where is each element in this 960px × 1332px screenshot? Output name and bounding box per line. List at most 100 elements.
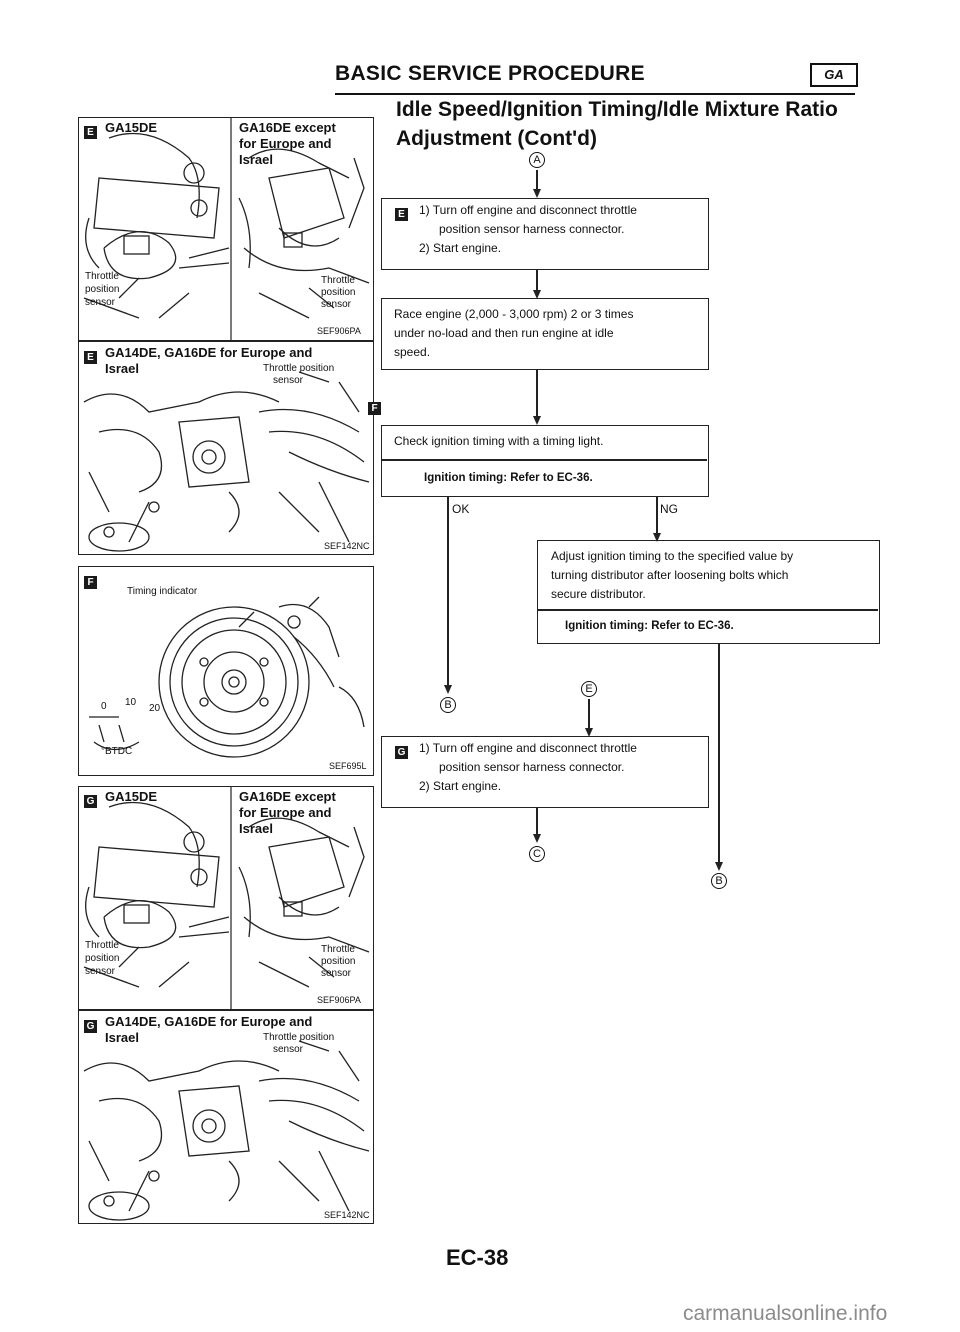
left-throttle-sensor-callout: Throttle position sensor bbox=[85, 270, 119, 309]
step-turn-off-engine-1: E 1) Turn off engine and disconnect thro… bbox=[381, 198, 709, 270]
scale-10: 10 bbox=[125, 697, 137, 708]
callout-g-line-1: Throttle position bbox=[263, 1032, 335, 1043]
step-5-line-1: 1) Turn off engine and disconnect thrott… bbox=[419, 741, 637, 755]
ok-branch-line bbox=[447, 497, 449, 687]
connector-b-2: B bbox=[711, 873, 727, 889]
callout-g-line-2: sensor bbox=[273, 1044, 304, 1055]
page-number: EC-38 bbox=[446, 1245, 509, 1270]
figure-code-2: SEF142NC bbox=[324, 541, 370, 551]
figure-e-throttle-sensor-ga14de: E GA14DE, GA16DE for Europe and Israel T… bbox=[78, 341, 374, 555]
left-throttle-sensor-callout-g: Throttle position sensor bbox=[85, 939, 119, 978]
connector-e: E bbox=[581, 681, 597, 697]
figure-g-marker: G bbox=[84, 791, 97, 809]
ga14de-label-line-1: GA14DE, GA16DE for Europe and bbox=[105, 345, 313, 360]
engine-illustration-e-bottom bbox=[83, 371, 370, 552]
step-4-line-1: Adjust ignition timing to the specified … bbox=[551, 549, 794, 563]
connector-a: A bbox=[529, 152, 545, 168]
flow-arrow bbox=[533, 290, 541, 299]
ga16de-label-line-3: Israel bbox=[239, 152, 273, 167]
ga16de-label-line-2: for Europe and bbox=[239, 136, 332, 151]
figure-e-marker: E bbox=[84, 122, 97, 140]
ga14de-label-g-line-2: Israel bbox=[105, 1030, 139, 1045]
section-title: BASIC SERVICE PROCEDURE bbox=[335, 62, 645, 85]
figure-code-5: SEF142NC bbox=[324, 1210, 370, 1220]
step-race-engine: Race engine (2,000 - 3,000 rpm) 2 or 3 t… bbox=[381, 298, 709, 370]
step-turn-off-engine-2: G 1) Turn off engine and disconnect thro… bbox=[381, 736, 709, 808]
right-throttle-sensor-callout-g: Throttle position sensor bbox=[321, 944, 355, 980]
left-callout-g-line-1: Throttle bbox=[85, 940, 119, 951]
figure-f-marker: F bbox=[84, 572, 97, 590]
throttle-sensor-callout: Throttle position sensor bbox=[263, 363, 334, 387]
step-2-line-3: speed. bbox=[394, 345, 431, 359]
ng-label: NG bbox=[660, 502, 678, 516]
flow-arrow bbox=[533, 834, 541, 843]
page-subtitle: Idle Speed/Ignition Timing/Idle Mixture … bbox=[396, 95, 838, 153]
scale-unit: °BTDC bbox=[101, 746, 133, 757]
ga16de-label: GA16DE except for Europe and Israel bbox=[239, 120, 336, 168]
engine-illustration-g-top bbox=[83, 787, 370, 1011]
right-throttle-sensor-callout: Throttle position sensor bbox=[321, 275, 355, 311]
throttle-sensor-callout-g: Throttle position sensor bbox=[263, 1032, 334, 1056]
step-e-marker: E bbox=[395, 204, 408, 222]
left-callout-line-2: position bbox=[85, 284, 120, 295]
figure-g-throttle-sensor-ga14de: G GA14DE, GA16DE for Europe and Israel T… bbox=[78, 1010, 374, 1224]
figure-code-3: SEF695L bbox=[329, 761, 367, 771]
step-1-line-3: 2) Start engine. bbox=[419, 241, 502, 255]
ga16de-label-g: GA16DE except for Europe and Israel bbox=[239, 789, 336, 837]
subtitle-line-1: Idle Speed/Ignition Timing/Idle Mixture … bbox=[396, 98, 838, 121]
right-callout-line-3: sensor bbox=[321, 299, 352, 310]
flow-arrow bbox=[444, 685, 452, 694]
connector-c: C bbox=[529, 846, 545, 862]
flow-arrow bbox=[533, 189, 541, 198]
engine-illustration-g-bottom bbox=[83, 1040, 370, 1221]
flow-arrow bbox=[533, 416, 541, 425]
scale-0: 0 bbox=[101, 701, 107, 712]
right-callout-g-line-1: Throttle bbox=[321, 944, 355, 955]
left-callout-g-line-2: position bbox=[85, 953, 120, 964]
step-3-spec: Ignition timing: Refer to EC-36. bbox=[424, 472, 593, 484]
watermark: carmanualsonline.info bbox=[683, 1302, 888, 1325]
ga14de-label-line-2: Israel bbox=[105, 361, 139, 376]
ga15de-label-g: GA15DE bbox=[105, 789, 158, 804]
subtitle-line-2: Adjustment (Cont'd) bbox=[396, 127, 597, 150]
step-4-line-3: secure distributor. bbox=[551, 587, 646, 601]
flow-line bbox=[588, 699, 590, 729]
figure-e-marker-2: E bbox=[84, 347, 97, 365]
step-4-spec: Ignition timing: Refer to EC-36. bbox=[565, 620, 734, 632]
right-callout-line-1: Throttle bbox=[321, 275, 355, 286]
figure-f-timing-indicator: F Timing indicator 0 10 20 °BTDC SEF695L bbox=[78, 566, 374, 776]
figure-code: SEF906PA bbox=[317, 326, 361, 336]
step-g-marker: G bbox=[395, 742, 408, 760]
callout-line-2: sensor bbox=[273, 375, 304, 386]
timing-indicator-callout: Timing indicator bbox=[127, 586, 198, 597]
engine-illustration-e-top bbox=[83, 118, 370, 342]
figure-g-throttle-sensor-ga15de-ga16de: G GA15DE GA16DE except for Europe and Is… bbox=[78, 786, 374, 1011]
flow-line bbox=[536, 270, 538, 292]
flow-arrow bbox=[653, 533, 661, 542]
step-3-text: Check ignition timing with a timing ligh… bbox=[394, 434, 604, 448]
step-divider-2 bbox=[538, 609, 878, 611]
ga14de-label-g-line-1: GA14DE, GA16DE for Europe and bbox=[105, 1014, 313, 1029]
step-divider bbox=[382, 459, 707, 461]
figure-code-4: SEF906PA bbox=[317, 995, 361, 1005]
left-callout-line-3: sensor bbox=[85, 297, 116, 308]
ga16de-label-g-line-3: Israel bbox=[239, 821, 273, 836]
right-callout-line-2: position bbox=[321, 287, 356, 298]
engine-tag: GA bbox=[810, 63, 858, 87]
ga14de-label: GA14DE, GA16DE for Europe and Israel bbox=[105, 345, 312, 377]
step-5-line-3: 2) Start engine. bbox=[419, 779, 502, 793]
ga16de-label-g-line-2: for Europe and bbox=[239, 805, 332, 820]
header-rule bbox=[335, 93, 855, 95]
step-2-line-1: Race engine (2,000 - 3,000 rpm) 2 or 3 t… bbox=[394, 307, 634, 321]
left-callout-g-line-3: sensor bbox=[85, 966, 116, 977]
step-check-ignition-timing: Check ignition timing with a timing ligh… bbox=[381, 425, 709, 497]
step-1-line-2: position sensor harness connector. bbox=[439, 222, 625, 236]
figure-e-throttle-sensor-ga15de-ga16de: E GA15DE GA16DE except for Europe and Is… bbox=[78, 117, 374, 342]
figure-g-marker-2: G bbox=[84, 1016, 97, 1034]
flow-line bbox=[536, 808, 538, 836]
step-adjust-ignition-timing: Adjust ignition timing to the specified … bbox=[537, 540, 880, 644]
ga14de-label-g: GA14DE, GA16DE for Europe and Israel bbox=[105, 1014, 312, 1046]
step-5-line-2: position sensor harness connector. bbox=[439, 760, 625, 774]
flow-arrow bbox=[585, 728, 593, 737]
flow-line-right bbox=[718, 644, 720, 864]
